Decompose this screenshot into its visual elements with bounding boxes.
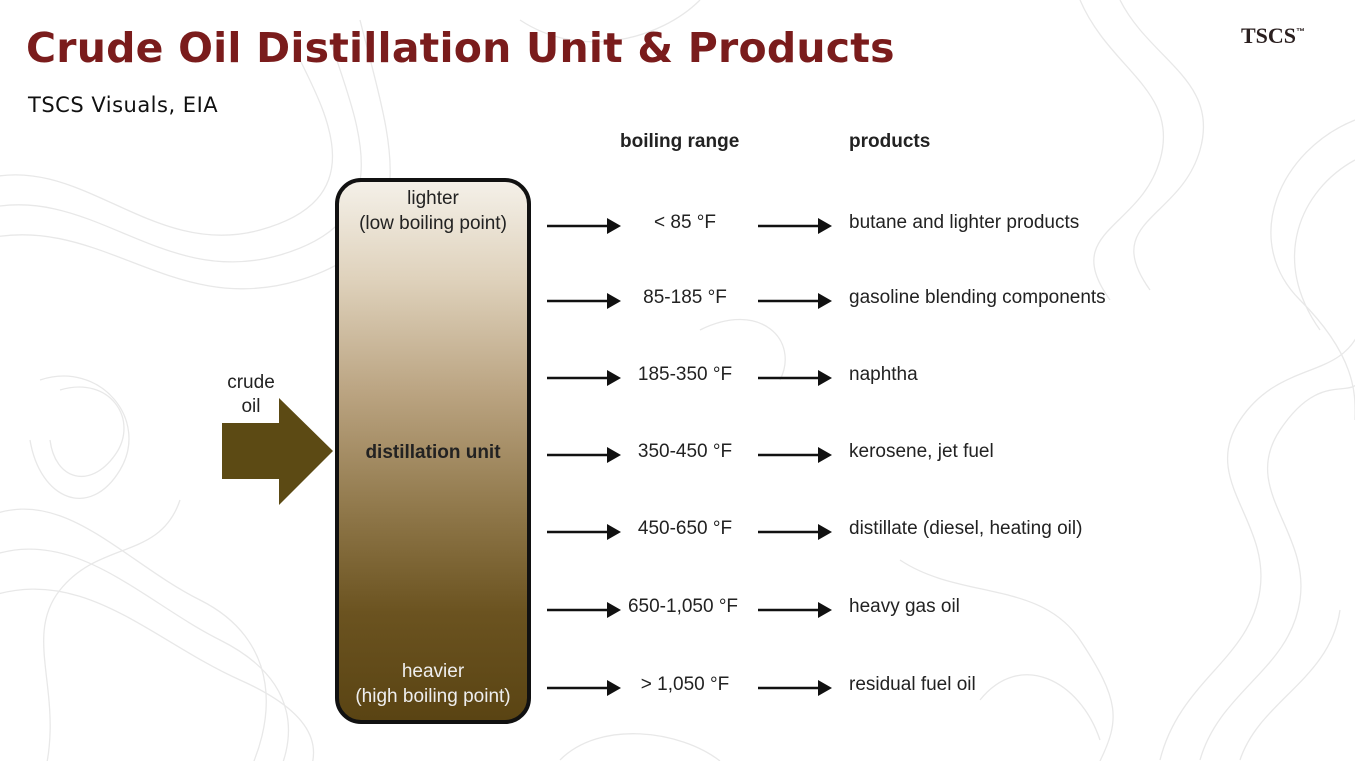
range-arrow xyxy=(547,602,621,618)
product-arrow xyxy=(758,447,832,463)
logo-trademark: ™ xyxy=(1296,26,1306,37)
crude-oil-label: crude oil xyxy=(221,371,281,419)
tower-center-label: distillation unit xyxy=(365,442,501,463)
range-arrow xyxy=(547,447,621,463)
boiling-range-value: 450-650 °F xyxy=(637,518,733,539)
range-arrow xyxy=(547,680,621,696)
logo-text: TSCS xyxy=(1241,23,1297,48)
tower-top-sublabel: (low boiling point) xyxy=(359,213,507,234)
tower-bottom-label: heavier xyxy=(401,661,465,682)
product-name: distillate (diesel, heating oil) xyxy=(849,518,1083,539)
product-arrow xyxy=(758,218,832,234)
page-title: Crude Oil Distillation Unit & Products xyxy=(26,24,895,72)
product-name: kerosene, jet fuel xyxy=(849,441,994,462)
product-name: heavy gas oil xyxy=(849,596,960,617)
page-subtitle: TSCS Visuals, EIA xyxy=(28,93,219,117)
range-arrow xyxy=(547,524,621,540)
tower-top-label: lighter xyxy=(407,188,459,209)
fraction-arrows xyxy=(547,218,832,696)
boiling-range-value: > 1,050 °F xyxy=(640,674,730,695)
product-name: butane and lighter products xyxy=(849,212,1080,233)
product-arrow xyxy=(758,524,832,540)
range-arrow xyxy=(547,218,621,234)
range-arrow xyxy=(547,293,621,309)
brand-logo: TSCS™ xyxy=(1241,23,1305,49)
product-arrow xyxy=(758,680,832,696)
boiling-range-value: 650-1,050 °F xyxy=(627,596,739,617)
range-arrow xyxy=(547,370,621,386)
boiling-range-value: < 85 °F xyxy=(654,212,716,233)
crude-label-line1: crude xyxy=(227,372,275,393)
product-name: naphtha xyxy=(849,364,918,385)
product-arrow xyxy=(758,293,832,309)
distillation-tower xyxy=(335,178,531,724)
product-name: gasoline blending components xyxy=(849,287,1106,308)
boiling-range-value: 350-450 °F xyxy=(637,441,733,462)
boiling-range-value: 85-185 °F xyxy=(643,287,727,308)
product-arrow xyxy=(758,602,832,618)
crude-label-line2: oil xyxy=(241,396,261,417)
tower-bottom-sublabel: (high boiling point) xyxy=(355,686,511,707)
product-name: residual fuel oil xyxy=(849,674,976,695)
crude-input-arrow xyxy=(222,398,333,505)
boiling-range-value: 185-350 °F xyxy=(637,364,733,385)
boiling-range-header: boiling range xyxy=(620,131,740,152)
product-arrow xyxy=(758,370,832,386)
products-header: products xyxy=(849,131,931,152)
